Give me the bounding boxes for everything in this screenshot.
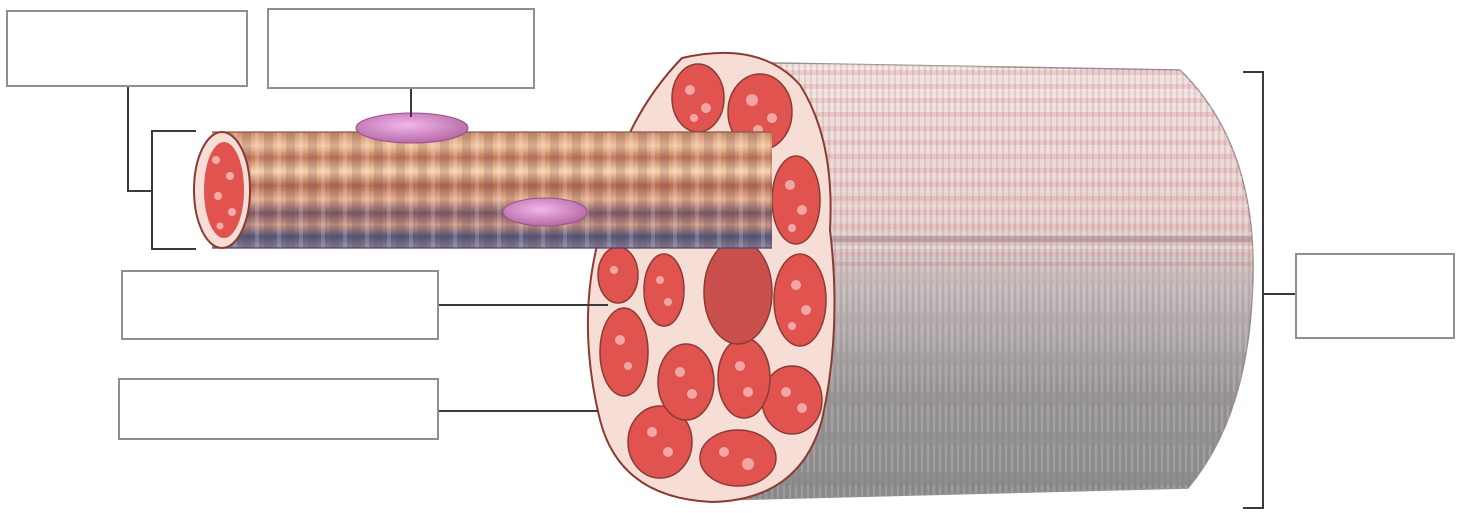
label-box-2[interactable] [267,8,535,89]
fascicle [704,240,772,344]
fiber-bracket [152,131,196,249]
fascicle [672,64,724,132]
nucleus-icon [503,198,587,226]
fascicle [718,338,770,418]
single-fiber [194,132,772,248]
label-box-1[interactable] [6,10,248,87]
fascicle [598,247,638,303]
label-box-3[interactable] [121,270,439,340]
fascicle [658,344,714,420]
fascicle [700,430,776,486]
label-box-4[interactable] [118,378,439,440]
label-box-5[interactable] [1295,253,1455,339]
fascicle [600,308,648,396]
nucleus-icon [356,113,468,143]
fascicle-cross-section [588,53,835,502]
fascicle [762,366,822,434]
fascicle [644,254,684,326]
leader-line-1 [128,87,152,191]
fascicle [772,156,820,244]
fascicle [774,254,826,346]
